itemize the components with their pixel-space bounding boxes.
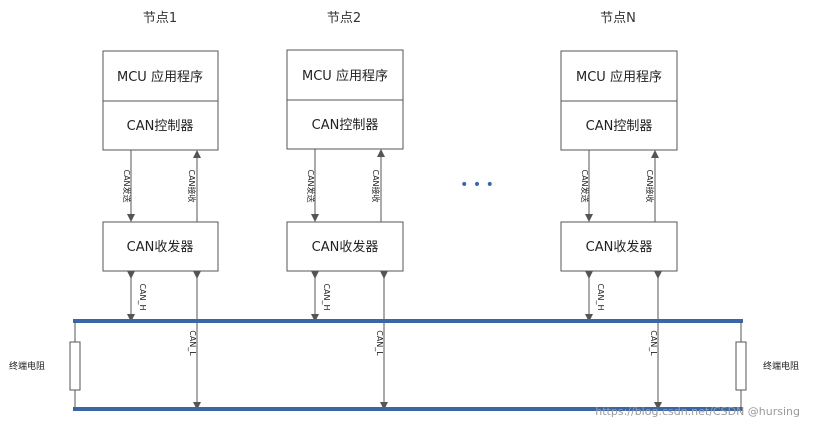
left-terminator-label: 终端电阻 <box>9 360 45 372</box>
watermark-text: https://blog.csdn.net/CSDN @hursing <box>595 405 800 418</box>
ellipsis: • • • <box>460 177 494 193</box>
can-controller-label: CAN控制器 <box>586 119 653 134</box>
node-title: 节点N <box>600 11 636 26</box>
can-h-label: CAN_H <box>138 283 147 310</box>
left-termination-resistor: 终端电阻 <box>9 321 81 409</box>
can-h-label: CAN_H <box>322 283 331 310</box>
can-controller-label: CAN控制器 <box>127 119 194 134</box>
can-send-label: CAN发送 <box>122 169 132 202</box>
node-title: 节点2 <box>327 11 361 26</box>
mcu-application-box <box>560 50 678 102</box>
can-transceiver-label: CAN收发器 <box>586 239 653 255</box>
can-transceiver-label: CAN收发器 <box>127 239 194 255</box>
node-2: 节点2 MCU 应用程序 CAN控制器 CAN收发器 CAN发送 CAN接收 C… <box>286 11 404 410</box>
can-controller-label: CAN控制器 <box>312 118 379 133</box>
can-receive-label: CAN接收 <box>645 169 655 202</box>
can-h-label: CAN_H <box>596 283 605 310</box>
resistor-symbol <box>735 341 747 391</box>
can-receive-label: CAN接收 <box>371 169 381 202</box>
node-title: 节点1 <box>143 11 177 26</box>
can-controller-box <box>286 99 404 150</box>
can-l-label: CAN_L <box>188 330 197 356</box>
right-termination-resistor: 终端电阻 <box>735 321 799 409</box>
can-transceiver-box <box>560 221 678 272</box>
mcu-application-label: MCU 应用程序 <box>117 69 203 85</box>
can-transceiver-box <box>102 221 219 272</box>
node-1: 节点1 MCU 应用程序 CAN控制器 CAN收发器 CAN发送 CAN接收 C… <box>102 11 219 410</box>
mcu-application-box <box>286 49 404 101</box>
mcu-application-label: MCU 应用程序 <box>576 69 662 85</box>
right-terminator-label: 终端电阻 <box>763 360 799 372</box>
can-send-label: CAN发送 <box>580 169 590 202</box>
can-l-label: CAN_L <box>375 330 384 356</box>
can-send-label: CAN发送 <box>306 169 316 202</box>
mcu-application-label: MCU 应用程序 <box>302 68 388 84</box>
can-transceiver-label: CAN收发器 <box>312 239 379 255</box>
can-receive-label: CAN接收 <box>187 169 197 202</box>
mcu-application-box <box>102 50 219 102</box>
resistor-symbol <box>69 341 81 391</box>
node-n: 节点N MCU 应用程序 CAN控制器 CAN收发器 CAN发送 CAN接收 C… <box>560 11 678 410</box>
can-transceiver-box <box>286 221 404 272</box>
can-l-label: CAN_L <box>649 330 658 356</box>
can-controller-box <box>102 100 219 151</box>
can-controller-box <box>560 100 678 151</box>
